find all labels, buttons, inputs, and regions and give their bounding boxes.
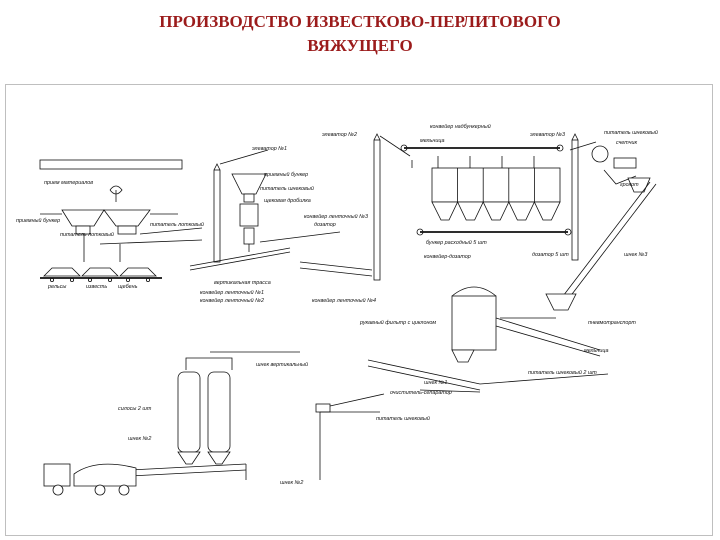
- screw-1: [367, 359, 481, 385]
- label-l32: питатель шнековый 2 шт: [528, 369, 597, 376]
- wagon-3: [119, 267, 157, 277]
- label-l27: конвейер ленточный №4: [312, 297, 376, 304]
- bin-cone-5: [533, 201, 561, 221]
- receiving-hopper-2: [103, 209, 151, 227]
- label-l18: щебень: [118, 284, 138, 290]
- label-l14: питатель лотковый: [60, 231, 114, 238]
- title-line-2: ВЯЖУЩЕГО: [307, 36, 413, 55]
- label-l30: мельница: [584, 348, 609, 354]
- cement-truck: [43, 463, 137, 496]
- elevator-3: [571, 139, 579, 261]
- label-l03: элеватор №3: [530, 132, 565, 138]
- truck-cab: [43, 463, 71, 487]
- screw-feeder: [243, 193, 255, 203]
- title-line-1: ПРОИЗВОДСТВО ИЗВЕСТКОВО-ПЕРЛИТОВОГО: [159, 12, 561, 31]
- label-l20: конвейер-дозатор: [424, 253, 471, 260]
- receiving-platform: [39, 159, 183, 170]
- separator-unit: [559, 141, 657, 303]
- screen-box: [117, 225, 137, 235]
- label-l23: шнек №3: [624, 252, 647, 258]
- elevator-1: [213, 169, 221, 263]
- label-l06: приемный бункер: [264, 171, 308, 178]
- label-l22: мельница: [420, 138, 445, 144]
- label-layer: элеватор №2 конвейер надбункерный элеват…: [16, 123, 658, 486]
- diagram-frame: [5, 84, 713, 536]
- grate: [627, 177, 651, 193]
- label-l10: конвейер ленточный №3: [304, 213, 368, 220]
- label-l09: грохот: [620, 182, 639, 188]
- label-l25: конвейер ленточный №1: [200, 289, 264, 296]
- hopper-bunker: [231, 173, 267, 195]
- label-l11: дозатор: [314, 222, 336, 228]
- label-l29: пневмотранспорт: [588, 320, 636, 326]
- label-l37: шнек №2: [128, 436, 151, 442]
- silo-2: [207, 371, 231, 453]
- screw-feeder-2: [315, 403, 331, 413]
- crusher-2: [239, 203, 259, 227]
- label-l08: щековая дробилка: [264, 198, 311, 204]
- label-l02: конвейер надбункерный: [430, 123, 491, 130]
- bin-cone-1: [431, 201, 459, 221]
- elevator-2: [373, 139, 381, 281]
- label-l34: очиститель-сепаратор: [390, 390, 452, 396]
- wagon-1: [43, 267, 81, 277]
- label-l38: шнек №2: [280, 480, 303, 486]
- receiving-area: [39, 159, 203, 282]
- wagon-2: [81, 267, 119, 277]
- counter-wheel: [591, 145, 609, 163]
- screw-2: [129, 463, 247, 471]
- label-l36: питатель шнековый: [376, 415, 430, 422]
- label-l07: питатель шнековый: [260, 185, 314, 192]
- bin-cone-2: [456, 201, 484, 221]
- pneumotransport: [495, 317, 601, 351]
- elevator-section: [189, 133, 579, 281]
- belt-conveyor-2: [299, 261, 373, 271]
- bin-block: [431, 167, 561, 203]
- receiving-hopper-1: [61, 209, 105, 227]
- page-title: ПРОИЗВОДСТВО ИЗВЕСТКОВО-ПЕРЛИТОВОГО ВЯЖУ…: [0, 10, 720, 58]
- label-l24: вертикальная трасса: [214, 280, 271, 286]
- belt-conveyor-1: [189, 247, 291, 267]
- label-l26: конвейер ленточный №2: [200, 297, 264, 304]
- storage-bins: [400, 144, 572, 236]
- mill-hopper: [545, 293, 577, 311]
- dozer-unit: [243, 227, 255, 245]
- label-l35: силосы 2 шт: [118, 406, 152, 412]
- screw-3: [559, 181, 651, 301]
- mill-section: [315, 286, 609, 480]
- label-l05: элеватор №1: [252, 146, 287, 152]
- label-l39: счетчик: [616, 140, 638, 146]
- truck-tank: [73, 463, 137, 487]
- bin-cone-3: [482, 201, 510, 221]
- silo-section: [43, 351, 300, 496]
- label-l13: приемный бункер: [16, 217, 60, 224]
- label-l19: бункер расходный 5 шт: [426, 239, 487, 246]
- silo-1: [177, 371, 201, 453]
- disintegrator: [613, 157, 637, 169]
- bag-filter: [451, 295, 497, 351]
- crusher: [75, 225, 91, 235]
- label-l21: дозатор 5 шт: [532, 252, 569, 258]
- label-l12: прием материалов: [44, 180, 93, 186]
- label-l16: рельсы: [47, 284, 66, 290]
- label-l31: шнек вертикальный: [256, 361, 308, 368]
- cyclone: [451, 349, 475, 363]
- belt-conveyor-3: [259, 231, 341, 243]
- label-l17: известь: [86, 284, 107, 290]
- label-l15: питатель лотковый: [150, 221, 204, 228]
- crane-hook: [109, 185, 123, 195]
- label-l04: питатель шнековый: [604, 129, 658, 136]
- label-l33: шнек №1: [424, 380, 447, 386]
- label-l01: элеватор №2: [322, 132, 357, 138]
- bin-cone-4: [508, 201, 536, 221]
- label-l28: рукавный фильтр с циклоном: [359, 319, 436, 326]
